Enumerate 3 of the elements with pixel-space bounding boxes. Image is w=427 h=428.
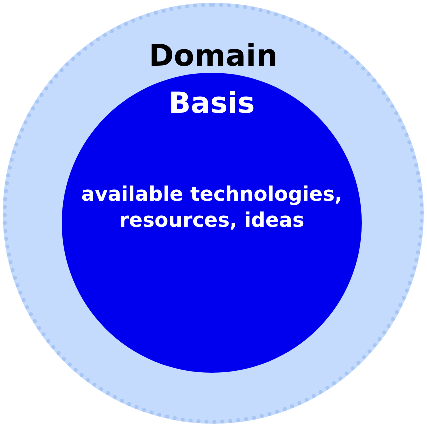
circle-description: available technologies, resources, ideas — [80, 181, 344, 233]
circle-heading: Basis — [168, 85, 256, 122]
circle-heading: Domain — [149, 38, 278, 76]
